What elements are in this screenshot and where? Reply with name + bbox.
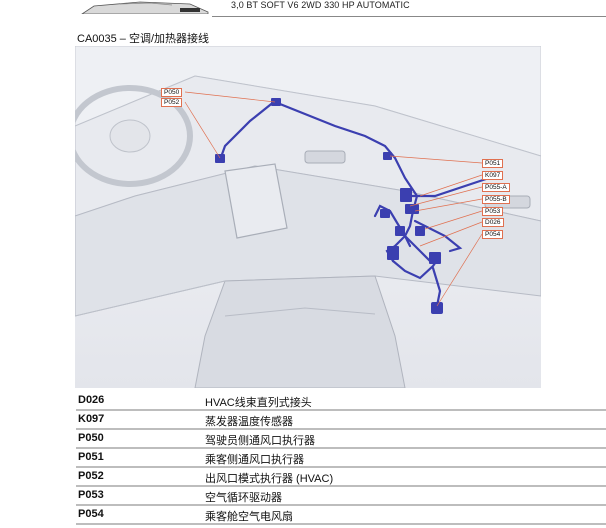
legend-row: P050 驾驶员侧通风口执行器 bbox=[76, 430, 606, 449]
legend-code: K097 bbox=[78, 413, 105, 425]
legend-row: P054 乘客舱空气电风扇 bbox=[76, 506, 606, 525]
legend-code: P052 bbox=[78, 470, 104, 482]
header-rule bbox=[212, 16, 606, 17]
connectors bbox=[215, 98, 443, 314]
legend-desc: HVAC线束直列式接头 bbox=[205, 397, 312, 409]
wiring-diagram: P050 P052 P051 K097 P055-A P055-B P053 D… bbox=[67, 45, 542, 389]
callout-p055a: P055-A bbox=[482, 183, 510, 192]
legend-code: P054 bbox=[78, 508, 104, 520]
legend-row: K097 蒸发器温度传感器 bbox=[76, 411, 606, 430]
legend-code: P050 bbox=[78, 432, 104, 444]
legend-code: D026 bbox=[78, 394, 105, 406]
legend-desc: 出风口模式执行器 (HVAC) bbox=[205, 473, 334, 485]
callout-p053: P053 bbox=[482, 207, 504, 216]
legend-code: P053 bbox=[78, 489, 104, 501]
legend-code: P051 bbox=[78, 451, 104, 463]
callout-leaders bbox=[184, 91, 483, 307]
callout-k097: K097 bbox=[482, 171, 504, 180]
callout-p055b: P055-B bbox=[482, 195, 510, 204]
vehicle-subtitle: 3,0 BT SOFT V6 2WD 330 HP AUTOMATIC bbox=[231, 0, 410, 10]
callout-p050: P050 bbox=[161, 88, 183, 97]
header-bar: 3,0 BT SOFT V6 2WD 330 HP AUTOMATIC bbox=[0, 0, 606, 18]
legend-desc: 驾驶员侧通风口执行器 bbox=[205, 435, 315, 447]
legend-desc: 空气循环驱动器 bbox=[205, 492, 282, 504]
component-legend: D026 HVAC线束直列式接头 K097 蒸发器温度传感器 P050 驾驶员侧… bbox=[76, 392, 606, 525]
legend-desc: 蒸发器温度传感器 bbox=[205, 416, 293, 428]
legend-desc: 乘客侧通风口执行器 bbox=[205, 454, 304, 466]
callout-p052: P052 bbox=[161, 98, 183, 107]
legend-row: P052 出风口模式执行器 (HVAC) bbox=[76, 468, 606, 487]
page-title: CA0035 – 空调/加热器接线 bbox=[77, 33, 210, 45]
legend-desc: 乘客舱空气电风扇 bbox=[205, 511, 293, 523]
legend-row: P053 空气循环驱动器 bbox=[76, 487, 606, 506]
car-thumbnail-icon bbox=[81, 1, 209, 14]
callout-d026: D026 bbox=[482, 218, 504, 227]
legend-row: P051 乘客侧通风口执行器 bbox=[76, 449, 606, 468]
legend-row: D026 HVAC线束直列式接头 bbox=[76, 392, 606, 411]
dashboard-illustration bbox=[67, 45, 542, 389]
callout-p054: P054 bbox=[482, 230, 504, 239]
callout-p051: P051 bbox=[482, 159, 504, 168]
